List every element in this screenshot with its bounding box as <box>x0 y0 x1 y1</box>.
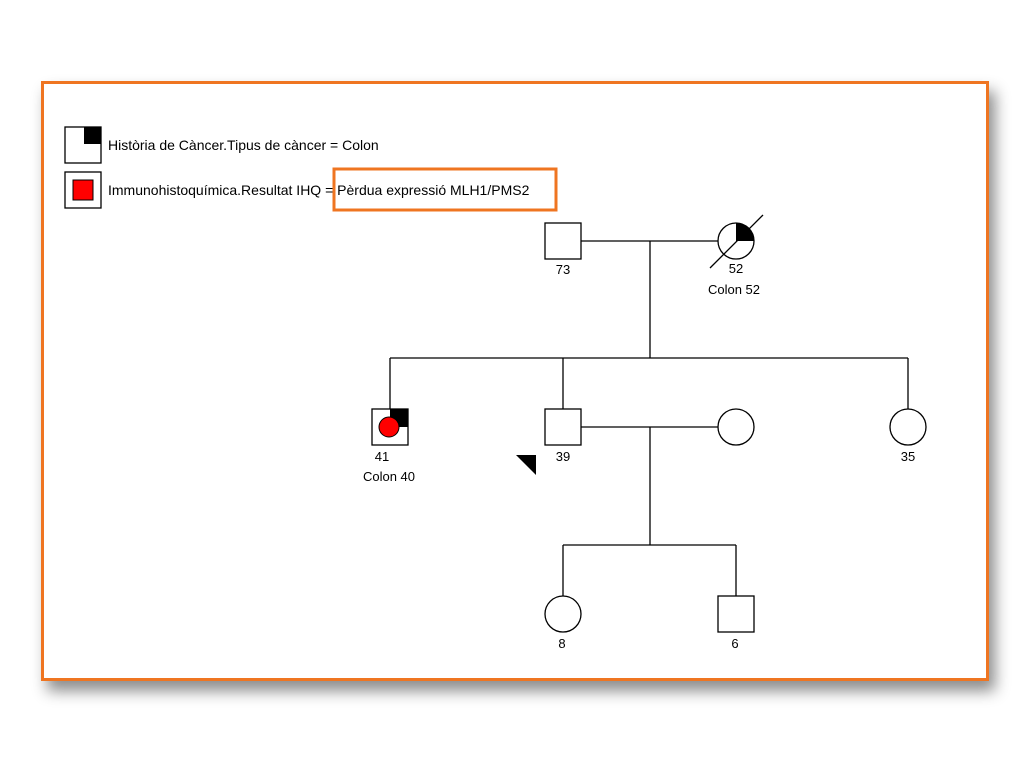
legend-ihq-value: Pèrdua expressió MLH1/PMS2 <box>337 182 529 198</box>
age-label: 8 <box>558 636 565 651</box>
individual-son[interactable]: 39 <box>544 408 582 464</box>
individual-proband[interactable]: 41 Colon 40 <box>363 408 415 484</box>
ihq-marker <box>378 416 400 438</box>
deceased-slash <box>709 214 764 269</box>
male-symbol <box>544 222 582 260</box>
age-label: 73 <box>556 262 570 277</box>
svg-text:Immunohistoquímica.Resultat IH: Immunohistoquímica.Resultat IHQ = Pèrdua… <box>108 182 530 198</box>
individual-daughter[interactable]: 35 <box>889 408 927 464</box>
legend-ihq-marker <box>72 179 94 201</box>
age-label: 52 <box>729 261 743 276</box>
legend-ihq-highlight <box>332 167 558 212</box>
female-symbol <box>544 595 582 633</box>
age-label: 41 <box>375 449 389 464</box>
legend-ihq-prefix: Immunohistoquímica.Resultat IHQ = <box>108 182 337 198</box>
cancer-note: Colon 40 <box>363 469 415 484</box>
age-label: 6 <box>731 636 738 651</box>
cancer-note: Colon 52 <box>708 282 760 297</box>
legend-cancer-quadrant <box>84 127 101 144</box>
proband-arrow-icon <box>516 455 536 475</box>
affected-quadrant <box>736 223 754 241</box>
legend-ihq: Immunohistoquímica.Resultat IHQ = Pèrdua… <box>64 167 558 212</box>
female-symbol <box>717 408 755 446</box>
individual-grandchild-female[interactable]: 8 <box>544 595 582 651</box>
individual-son-spouse[interactable] <box>717 408 755 446</box>
male-symbol <box>544 408 582 446</box>
female-symbol <box>889 408 927 446</box>
individual-grandfather[interactable]: 73 <box>544 222 582 277</box>
male-symbol <box>717 595 755 633</box>
pedigree-frame <box>41 81 989 681</box>
legend-cancer-text: Història de Càncer.Tipus de càncer = Col… <box>108 137 379 153</box>
age-label: 35 <box>901 449 915 464</box>
individual-grandmother[interactable]: 52 Colon 52 <box>708 214 764 297</box>
legend-cancer-history: Història de Càncer.Tipus de càncer = Col… <box>64 126 379 164</box>
age-label: 39 <box>556 449 570 464</box>
individual-grandchild-male[interactable]: 6 <box>717 595 755 651</box>
